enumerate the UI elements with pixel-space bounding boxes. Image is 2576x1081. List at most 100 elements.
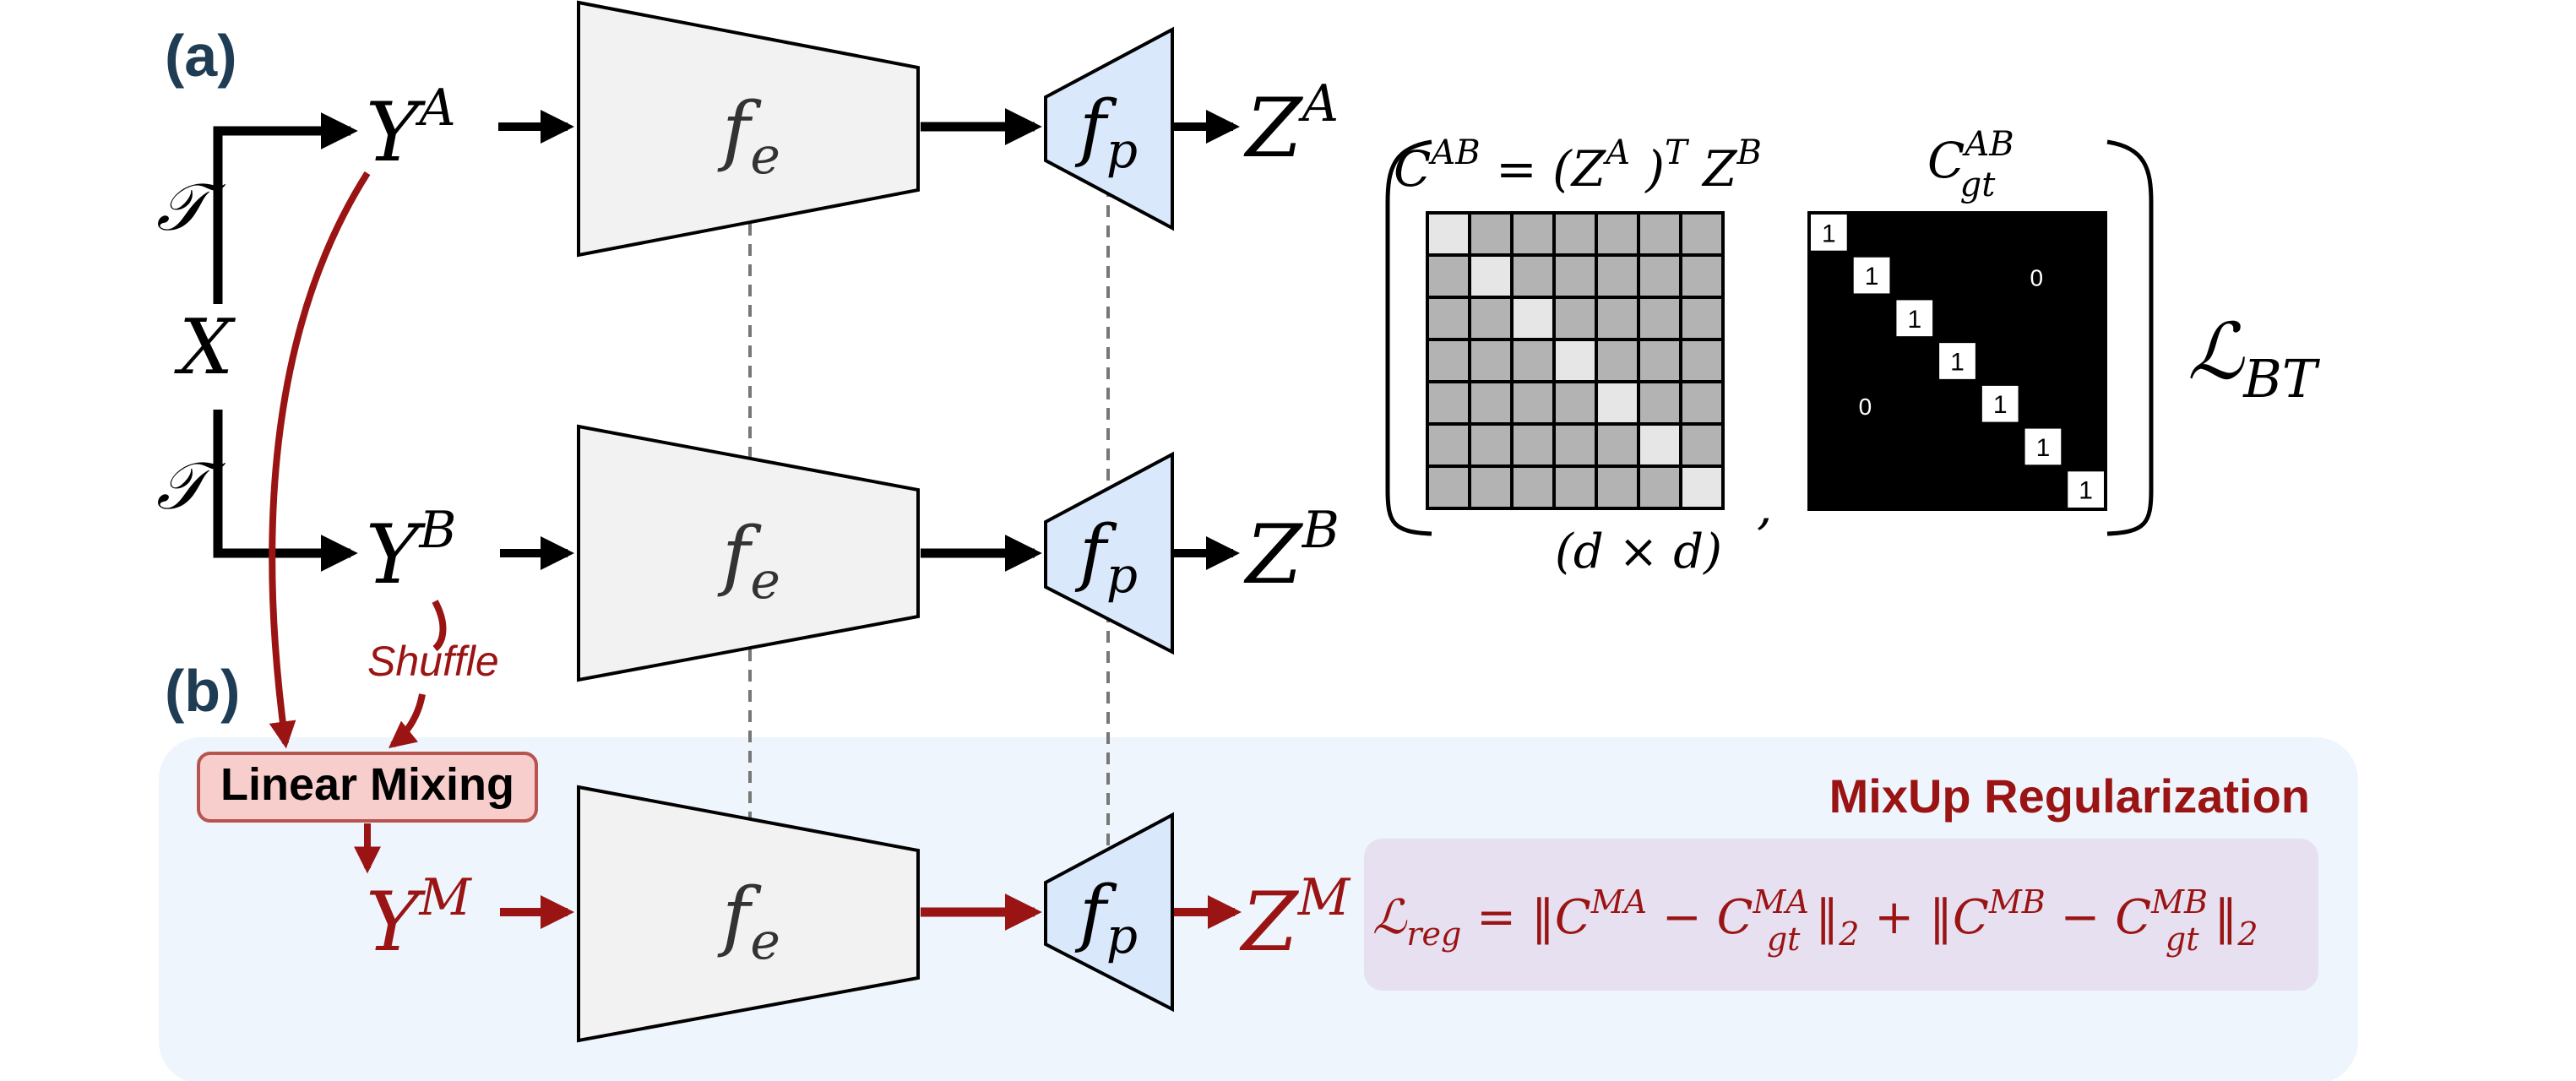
cc-matrix-cell: [1426, 422, 1471, 468]
cc-matrix-cell: [1679, 211, 1725, 257]
cc-matrix-cell: [1595, 422, 1640, 468]
cc-matrix-cell: [1637, 338, 1682, 383]
barlow-twins-loss: ℒBT: [2187, 307, 2321, 410]
gt-diagonal-cell: [1981, 385, 2019, 422]
cc-matrix-cell: [1552, 211, 1598, 257]
cc-matrix-cell: [1637, 422, 1682, 468]
gt-diagonal-cell: [1853, 257, 1890, 294]
panel-b-label: (b): [165, 658, 240, 724]
cc-matrix-cell: [1679, 296, 1725, 341]
gt-diagonal-value: 1: [2036, 434, 2051, 462]
cc-matrix-cell: [1552, 380, 1598, 426]
cc-matrix-cell: [1426, 253, 1471, 299]
cc-matrix-cell: [1510, 422, 1556, 468]
cross-corr-formula: CAB = (ZA )T ZB: [1394, 118, 1762, 198]
view-yb: YB: [366, 501, 456, 602]
cc-matrix-cell: [1679, 253, 1725, 299]
gt-diagonal-value: 1: [1822, 220, 1836, 247]
svg-text:fp: fp: [1074, 85, 1138, 179]
projector-a: fp: [1044, 26, 1174, 231]
cc-matrix-cell: [1679, 464, 1725, 510]
cc-matrix-cell: [1468, 422, 1514, 468]
cc-matrix-cell: [1595, 464, 1640, 510]
gt-diagonal-value: 1: [1907, 306, 1921, 334]
svg-text:fp: fp: [1074, 510, 1138, 604]
embedding-za: ZA: [1243, 74, 1339, 176]
linear-mixing-box: Linear Mixing: [197, 752, 538, 823]
cc-matrix-cell: [1426, 211, 1471, 257]
cc-matrix-cell: [1426, 380, 1471, 426]
cc-matrix-cell: [1637, 380, 1682, 426]
shuffle-label: Shuffle: [367, 638, 499, 685]
gt-diagonal-cell: [1896, 300, 1933, 337]
input-x: X: [174, 303, 236, 392]
cc-matrix-cell: [1637, 253, 1682, 299]
gt-diagonal-cell: [2068, 471, 2104, 508]
reg-loss-box: [1364, 839, 2318, 991]
cc-matrix-cell: [1552, 422, 1598, 468]
cc-matrix-cell: [1552, 296, 1598, 341]
cc-matrix-cell: [1637, 464, 1682, 510]
gt-diagonal-value: 1: [1865, 263, 1879, 291]
right-bracket: [2106, 139, 2154, 536]
cc-matrix-cell: [1468, 253, 1514, 299]
cc-matrix-cell: [1468, 338, 1514, 383]
gt-diagonal-cell: [2024, 428, 2062, 465]
cc-matrix-cell: [1510, 380, 1556, 426]
gt-diagonal-cell: [1811, 215, 1847, 251]
cc-matrix-cell: [1510, 464, 1556, 510]
matrix-comma: ,: [1757, 478, 1772, 535]
cc-matrix-cell: [1510, 211, 1556, 257]
gt-offdiag-value: 0: [1859, 394, 1872, 420]
view-ym: YM: [366, 868, 472, 970]
gt-offdiag-value: 0: [2030, 265, 2044, 291]
gt-diagonal-value: 1: [2079, 477, 2093, 505]
projector-m: fp: [1044, 812, 1174, 1013]
cc-matrix-cell: [1468, 296, 1514, 341]
cc-matrix-cell: [1426, 296, 1471, 341]
embedding-zb: ZB: [1243, 501, 1340, 602]
cc-matrix-cell: [1552, 253, 1598, 299]
embedding-zm: ZM: [1239, 868, 1351, 970]
cc-matrix-cell: [1595, 211, 1640, 257]
left-bracket: [1385, 139, 1432, 536]
matrix-dimension: (d × d): [1555, 524, 1722, 579]
cc-matrix-cell: [1468, 380, 1514, 426]
panel-a-label: (a): [165, 23, 237, 89]
branch-line-top: [213, 112, 358, 304]
branch-line-bottom: [213, 410, 358, 572]
cc-matrix-cell: [1510, 296, 1556, 341]
cc-matrix-cell: [1595, 338, 1640, 383]
cc-matrix-cell: [1426, 338, 1471, 383]
gt-diagonal-cell: [1939, 343, 1975, 379]
svg-text:fp: fp: [1074, 871, 1138, 964]
linear-mixing-label: Linear Mixing: [220, 759, 514, 810]
cc-matrix-cell: [1679, 380, 1725, 426]
cc-matrix-cell: [1468, 464, 1514, 510]
projector-b: fp: [1044, 451, 1174, 655]
encoder-b: fe: [577, 424, 920, 682]
cc-matrix-cell: [1510, 253, 1556, 299]
cc-matrix-cell: [1510, 338, 1556, 383]
cc-matrix-cell: [1679, 338, 1725, 383]
cross-correlation-matrix: [1426, 211, 1725, 510]
cc-matrix-cell: [1468, 211, 1514, 257]
cc-matrix-cell: [1552, 338, 1598, 383]
cc-matrix-cell: [1595, 296, 1640, 341]
cc-matrix-cell: [1426, 464, 1471, 510]
cc-matrix-cell: [1595, 380, 1640, 426]
cc-matrix-cell: [1552, 464, 1598, 510]
encoder-a: fe: [577, 0, 920, 258]
cc-matrix-cell: [1595, 253, 1640, 299]
encoder-m: fe: [577, 785, 920, 1043]
gt-diagonal-value: 1: [1950, 349, 1965, 377]
arrow-yb-shuffle: [432, 600, 447, 652]
arrow-ya-to-mixing: [269, 171, 371, 749]
cc-matrix-cell: [1679, 422, 1725, 468]
gt-diagonal-value: 1: [1993, 391, 2008, 419]
cc-matrix-cell: [1637, 211, 1682, 257]
view-ya: YA: [366, 79, 456, 180]
